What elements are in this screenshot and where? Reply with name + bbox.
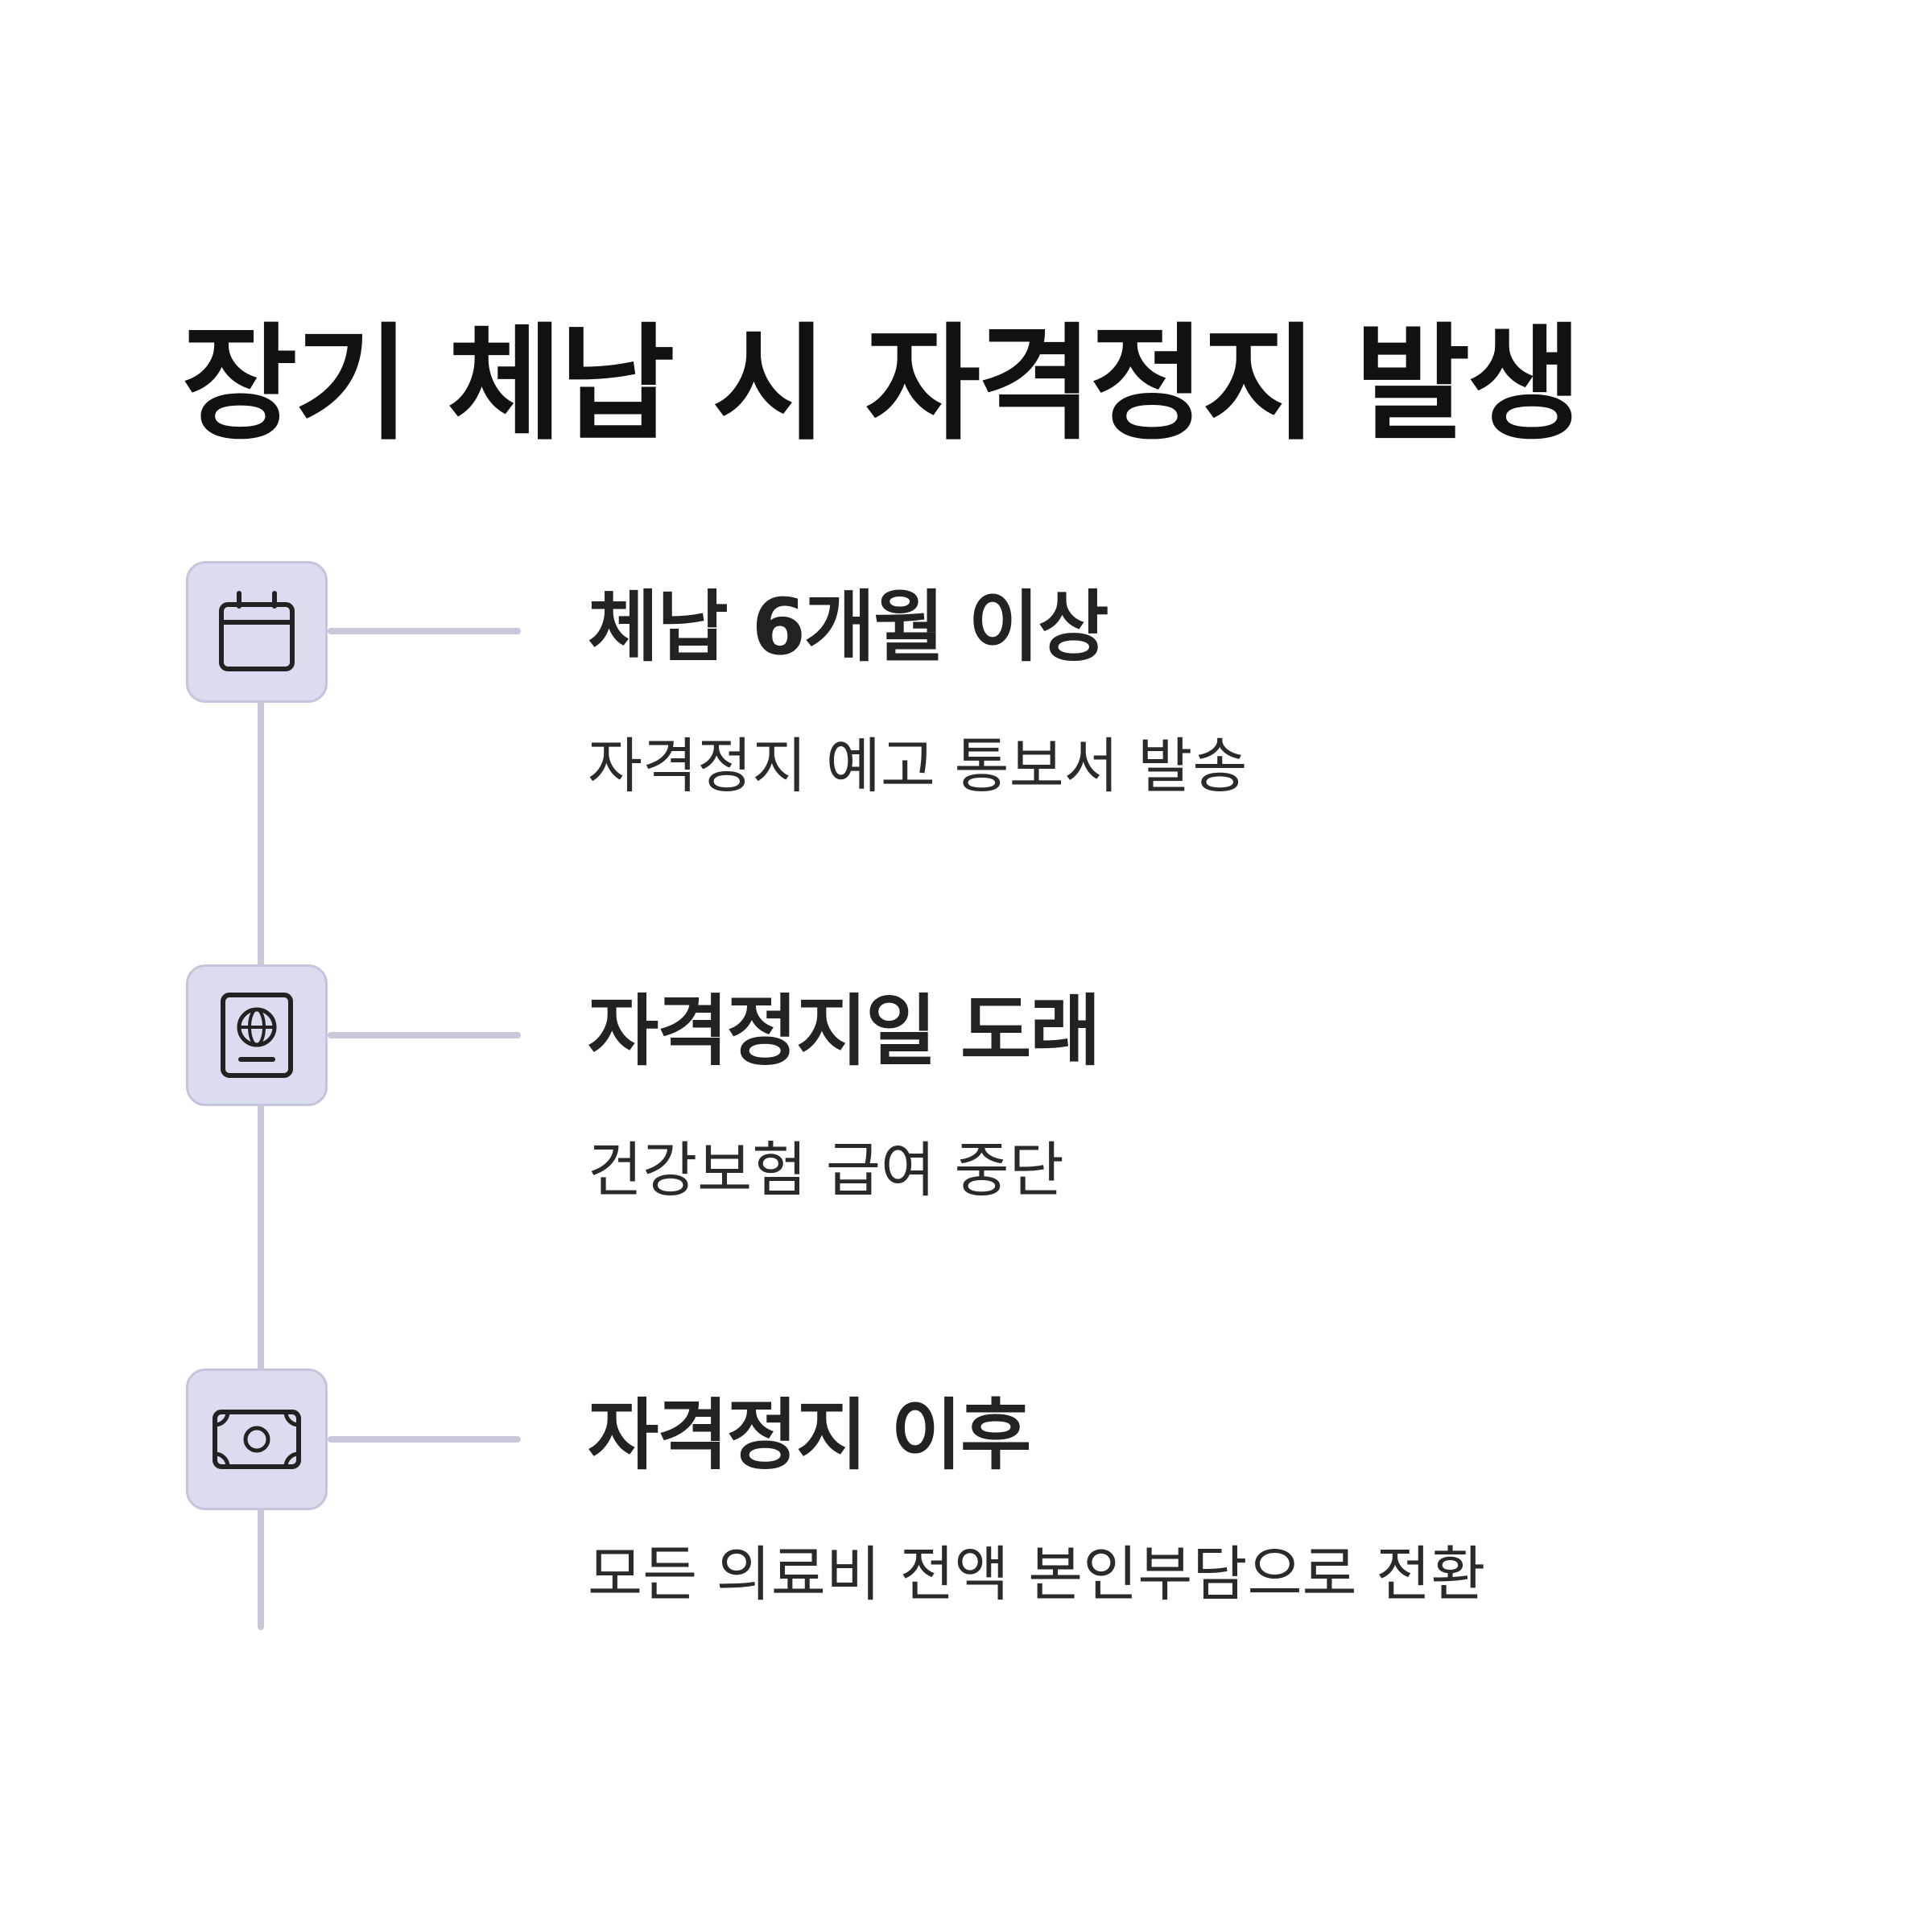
step-3-heading: 자격정지 이후 (588, 1390, 1031, 1480)
step-1-connector (328, 628, 521, 634)
step-1-description: 자격정지 예고 통보서 발송 (588, 732, 1248, 801)
step-3-description: 모든 의료비 전액 본인부담으로 전환 (588, 1540, 1486, 1609)
step-2-heading: 자격정지일 도래 (588, 986, 1101, 1076)
step-1-icon-box (186, 561, 328, 703)
step-2-icon-box (186, 964, 328, 1106)
step-1-heading: 체납 6개월 이상 (588, 582, 1109, 672)
calendar-icon (219, 591, 295, 671)
page-title: 장기 체납 시 자격정지 발생 (182, 311, 1583, 457)
step-2-description: 건강보험 급여 중단 (588, 1136, 1064, 1205)
passport-icon (221, 993, 293, 1078)
timeline-spine (258, 692, 264, 1630)
step-3-connector (328, 1436, 521, 1443)
step-3-icon-box (186, 1368, 328, 1510)
step-2-connector (328, 1032, 521, 1038)
banknote-icon (213, 1410, 301, 1469)
